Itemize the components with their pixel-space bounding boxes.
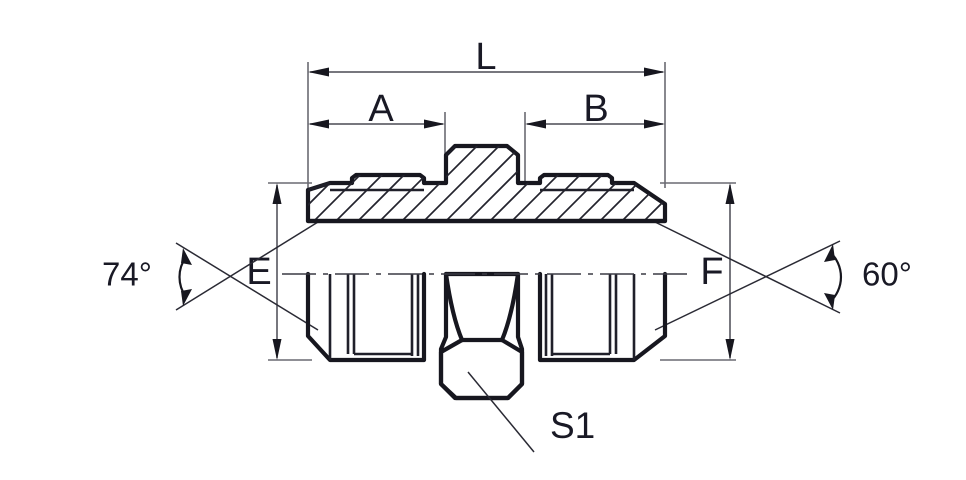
angle-arrowhead-right-top xyxy=(824,244,835,262)
angle-label-right: 60° xyxy=(862,256,912,293)
dimension-label-F: F xyxy=(700,251,723,293)
hex-flank-left xyxy=(443,271,465,343)
arrowhead-top-F xyxy=(725,183,735,204)
hex-body-lower xyxy=(438,337,525,401)
arrowhead-left-L xyxy=(308,67,329,77)
fitting-lower-external xyxy=(305,271,668,401)
angle-leader-left-upper xyxy=(175,242,319,331)
angle-arrowhead-right-bottom xyxy=(824,293,835,310)
arrowhead-right-B xyxy=(644,119,665,129)
arrowhead-left-B xyxy=(525,119,546,129)
angle-leader-right-lower xyxy=(654,221,841,314)
angle-annotation-left: 74° xyxy=(102,221,319,331)
leader-line-S1 xyxy=(467,371,535,453)
dimension-overall-length: L xyxy=(307,36,666,188)
hex-flank-right xyxy=(499,271,521,343)
angle-arrowhead-left-top xyxy=(181,248,192,265)
dimension-left-diameter: E xyxy=(246,182,312,361)
dimension-label-A: A xyxy=(368,88,394,130)
left-body-outline-lower xyxy=(305,271,427,363)
arrowhead-bottom-E xyxy=(272,339,282,360)
angle-leader-right-upper xyxy=(654,240,841,331)
arrowhead-bottom-F xyxy=(725,339,735,360)
hex-size-label-S1: S1 xyxy=(550,405,595,446)
angle-label-left: 74° xyxy=(102,256,152,293)
dimension-right-diameter: F xyxy=(660,182,736,361)
hex-size-annotation: S1 xyxy=(467,371,595,453)
arrowhead-right-L xyxy=(644,67,665,77)
right-body-outline-lower xyxy=(537,271,668,363)
dimension-label-E: E xyxy=(246,251,271,293)
chamfer-line-left-upper xyxy=(307,181,331,192)
dimension-left-thread-length: A xyxy=(308,88,446,186)
fitting-upper-section xyxy=(305,143,668,224)
dimension-label-B: B xyxy=(583,88,608,130)
arrowhead-top-E xyxy=(272,183,282,204)
angle-leader-left-lower xyxy=(175,221,319,311)
angle-arrowhead-left-bottom xyxy=(181,289,192,306)
dimension-label-L: L xyxy=(475,36,496,78)
hex-nut-lower-outline xyxy=(438,271,525,401)
dimension-right-thread-length: B xyxy=(524,88,665,186)
arrowhead-left-A xyxy=(308,119,329,129)
angle-annotation-right: 60° xyxy=(654,221,912,331)
arrowhead-right-A xyxy=(424,119,445,129)
